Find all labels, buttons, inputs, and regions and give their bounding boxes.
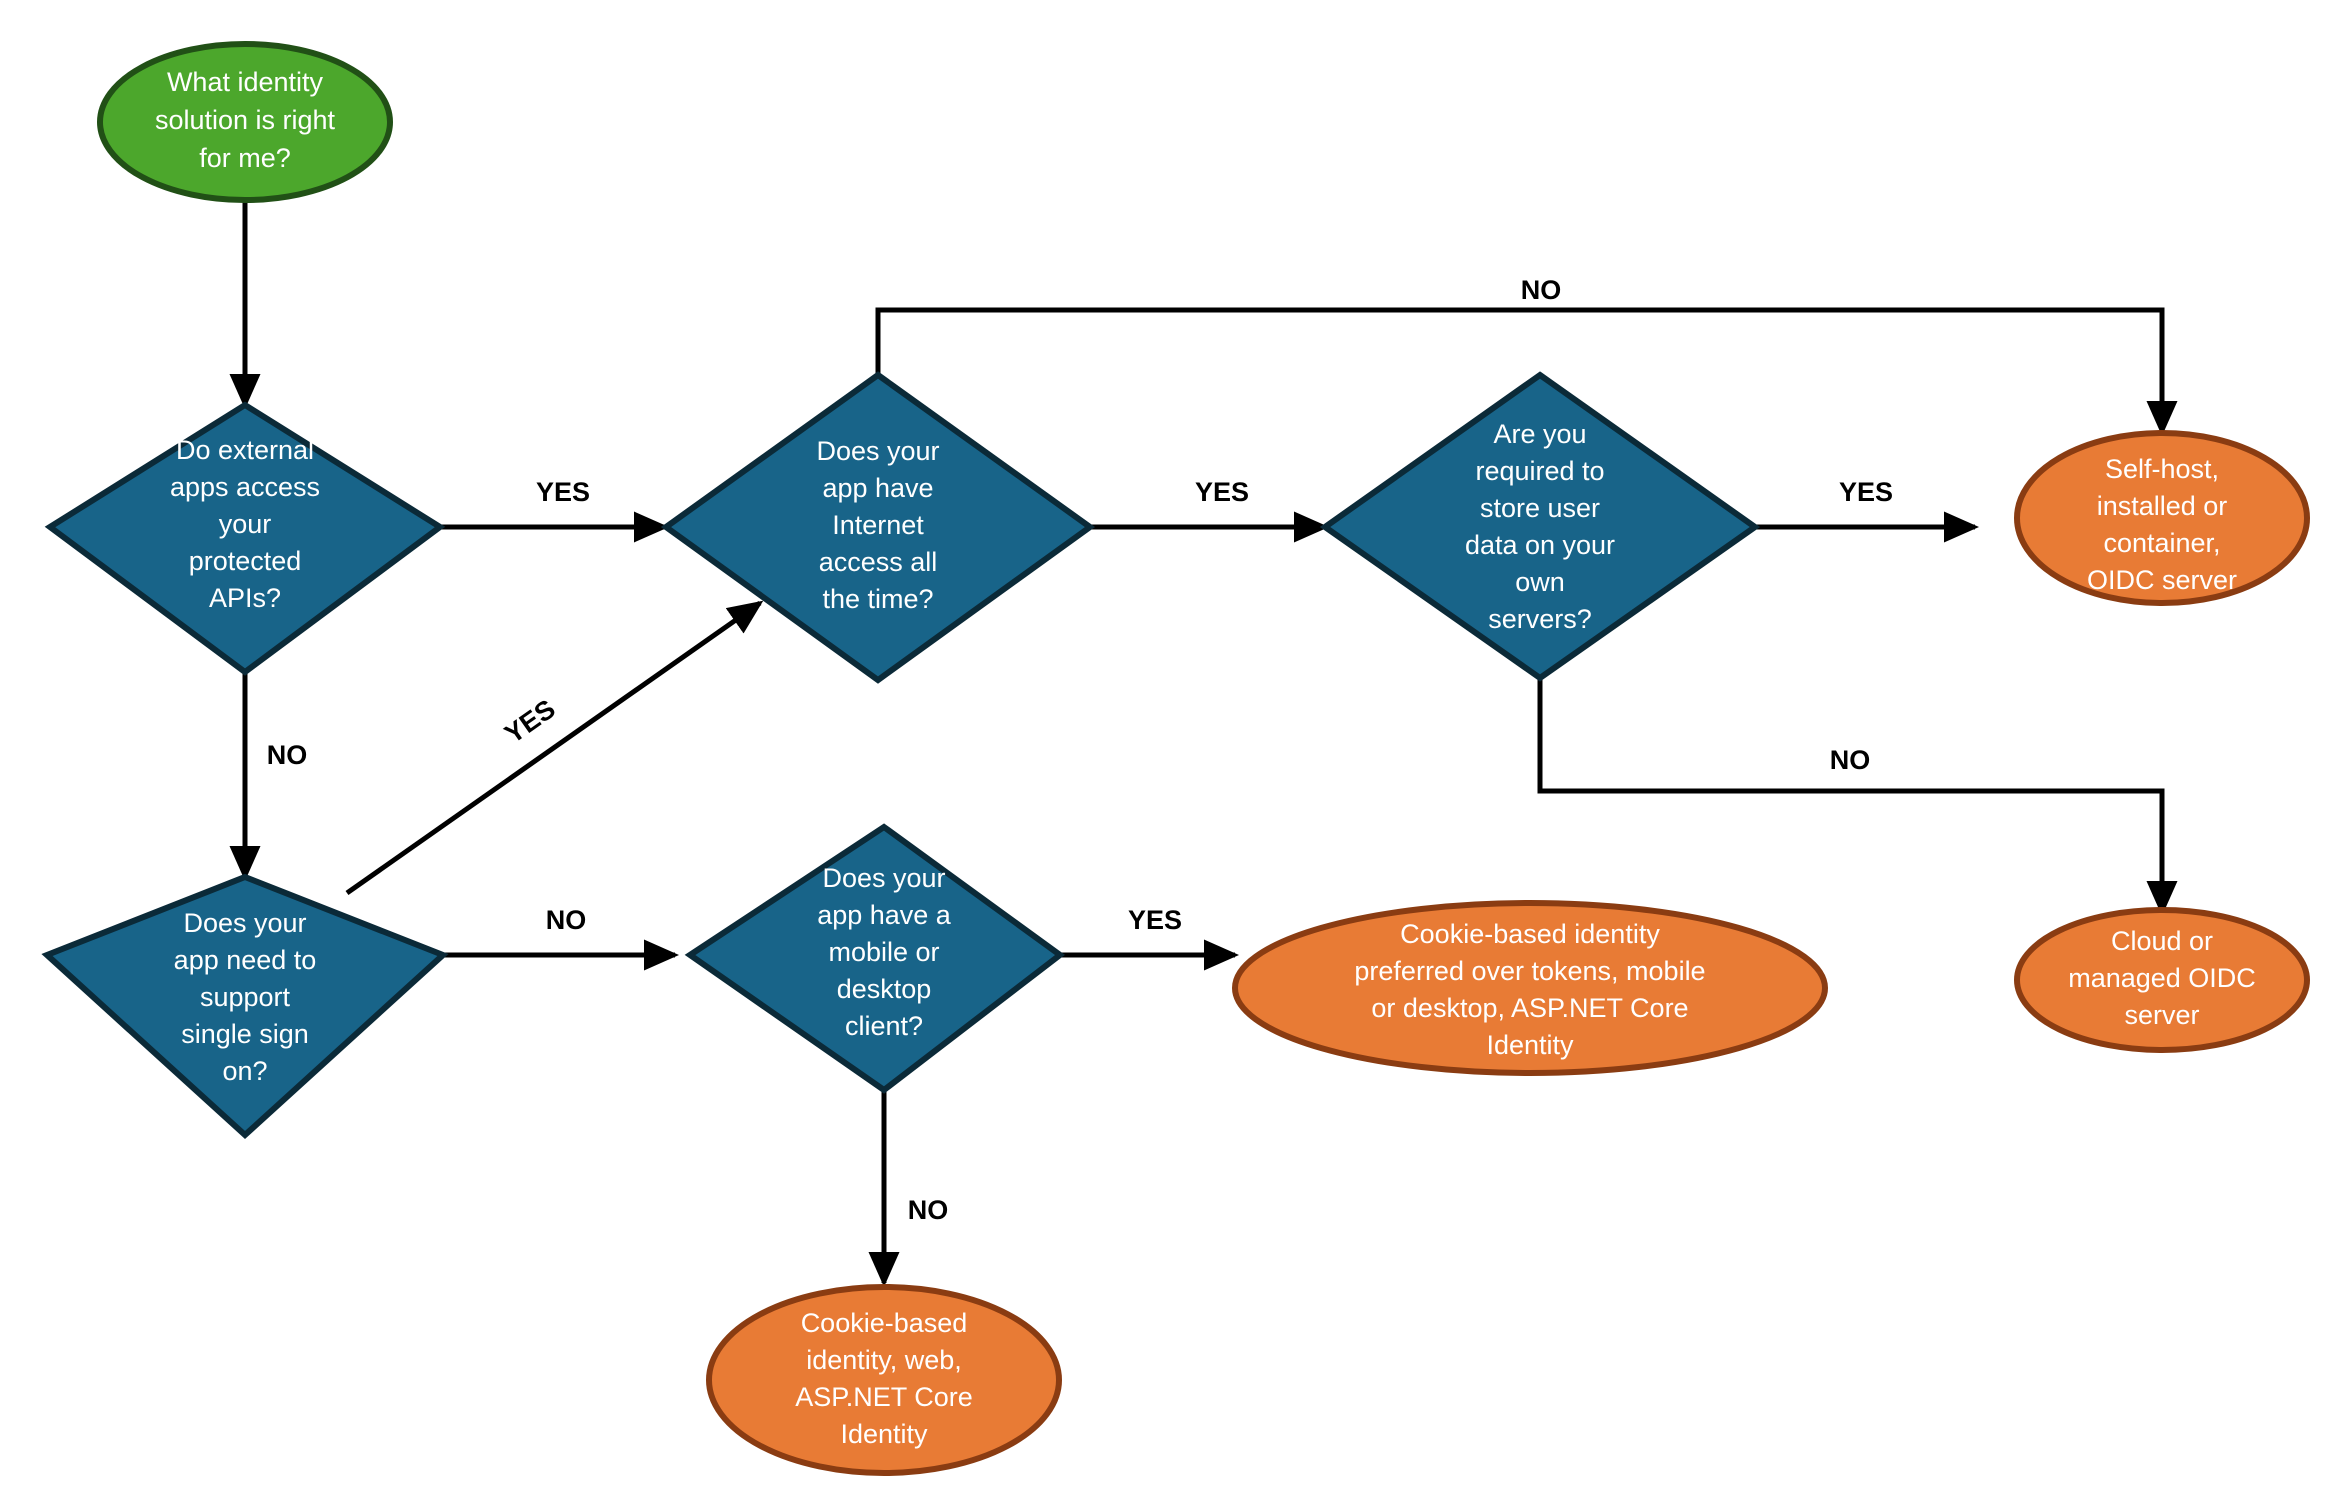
node-terminal-cookie-mobile[interactable]: Cookie-based identity preferred over tok… xyxy=(1232,900,1828,1076)
edge-label-own-data-no: NO xyxy=(1830,745,1871,775)
cloud-managed-ellipse[interactable] xyxy=(2014,907,2310,1053)
sso-diamond[interactable] xyxy=(41,873,449,1140)
node-decision-internet[interactable]: Does your app have Internet access all t… xyxy=(660,371,1096,684)
node-terminal-self-host[interactable]: Self-host, installed or container, OIDC … xyxy=(2014,430,2310,606)
edge-label-sso-no: NO xyxy=(546,905,587,935)
cookie-web-ellipse[interactable] xyxy=(706,1284,1062,1476)
edge-label-internet-yes: YES xyxy=(1195,477,1249,507)
node-terminal-cookie-web[interactable]: Cookie-based identity, web, ASP.NET Core… xyxy=(706,1284,1062,1476)
mobile-desktop-diamond[interactable] xyxy=(684,823,1066,1094)
node-decision-own-data[interactable]: Are you required to store user data on y… xyxy=(1319,371,1761,682)
edge-label-internet-no: NO xyxy=(1521,275,1562,305)
edge-label-mobile-yes: YES xyxy=(1128,905,1182,935)
external-apis-diamond[interactable] xyxy=(44,401,446,676)
node-decision-mobile-desktop[interactable]: Does your app have a mobile or desktop c… xyxy=(684,823,1066,1094)
edge-label-external-apis-no: NO xyxy=(267,740,308,770)
nodes-layer: What identity solution is right for me? … xyxy=(41,41,2310,1476)
edge-own-data-no-to-cloud xyxy=(1537,678,2178,917)
node-decision-sso[interactable]: Does your app need to support single sig… xyxy=(41,873,449,1140)
start-ellipse[interactable] xyxy=(97,41,393,203)
edge-sso-yes-to-internet xyxy=(345,600,764,896)
own-data-diamond[interactable] xyxy=(1319,371,1761,682)
node-decision-external-apis[interactable]: Do external apps access your protected A… xyxy=(44,401,446,676)
edge-label-mobile-no: NO xyxy=(908,1195,949,1225)
node-terminal-cloud-managed[interactable]: Cloud or managed OIDC server xyxy=(2014,907,2310,1053)
edge-internet-no-to-self-host xyxy=(875,307,2178,437)
edge-label-own-data-yes: YES xyxy=(1839,477,1893,507)
internet-diamond[interactable] xyxy=(660,371,1096,684)
node-start[interactable]: What identity solution is right for me? xyxy=(97,41,393,203)
edges-layer: YES NO YES NO YES NO YES NO YES xyxy=(229,200,2178,1288)
cookie-mobile-ellipse[interactable] xyxy=(1232,900,1828,1076)
edge-label-sso-yes: YES xyxy=(499,694,560,750)
edge-label-external-apis-yes: YES xyxy=(536,477,590,507)
self-host-ellipse[interactable] xyxy=(2014,430,2310,606)
